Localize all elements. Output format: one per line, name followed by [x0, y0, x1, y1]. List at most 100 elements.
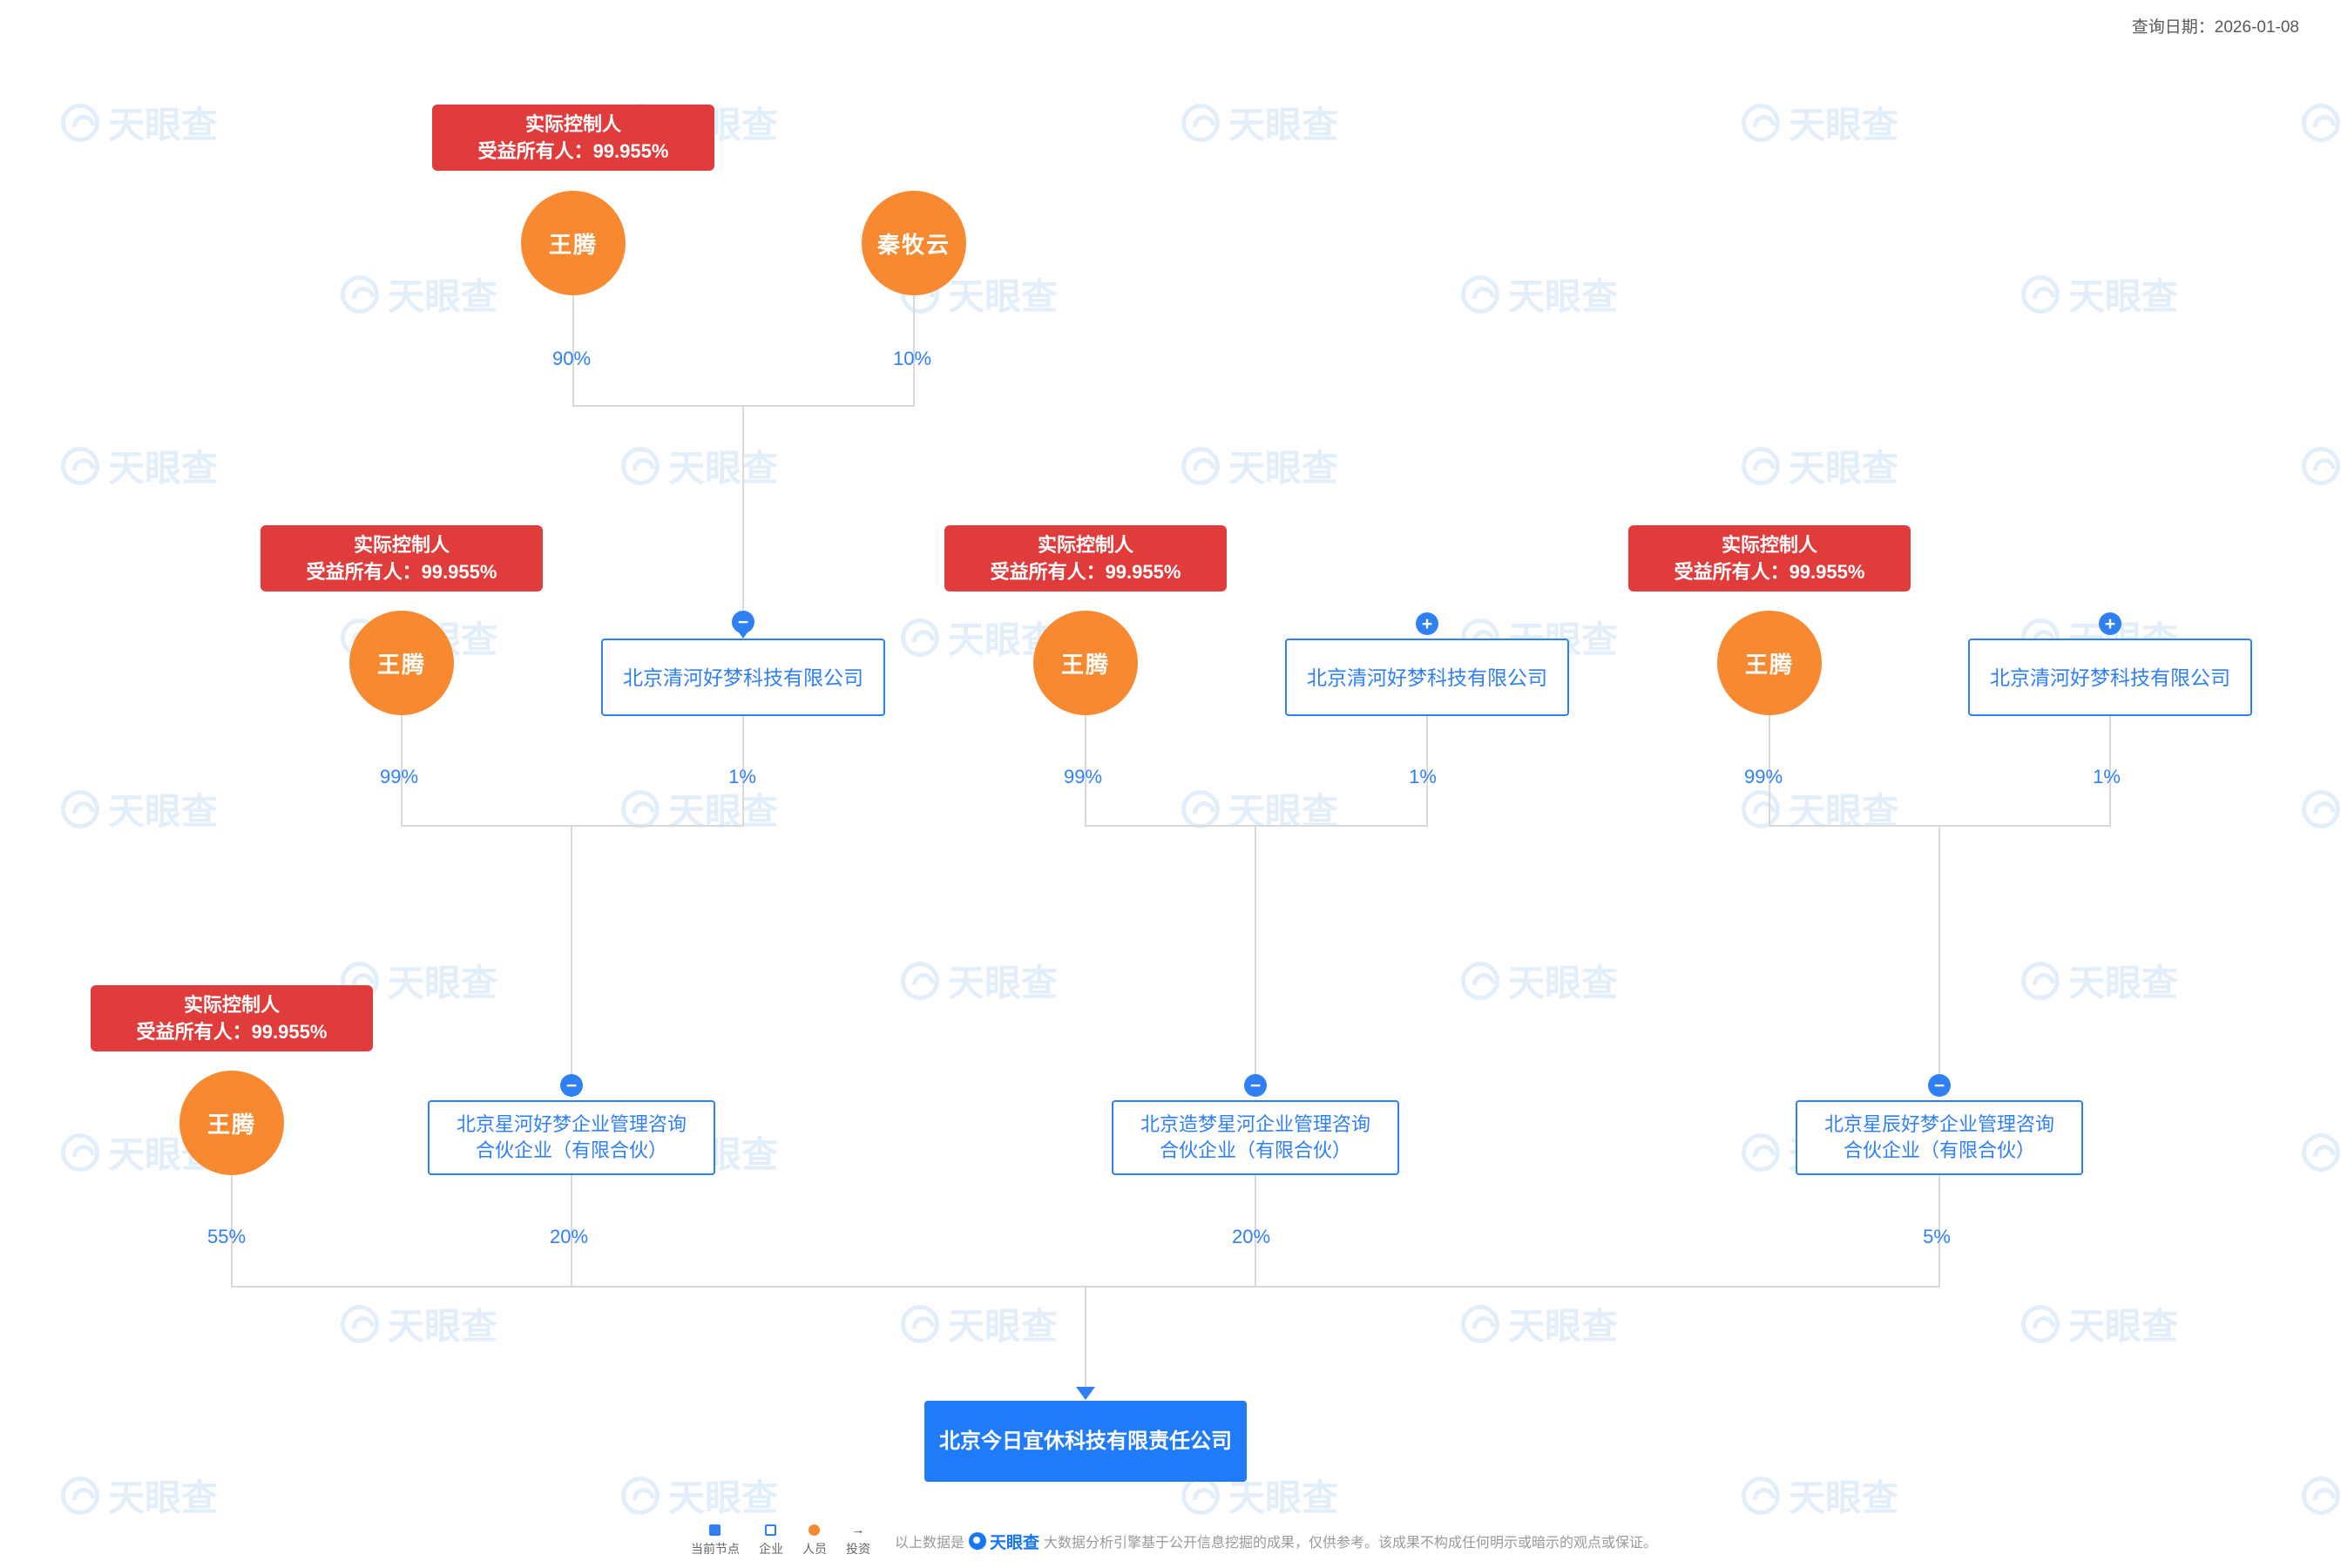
- legend-label: 人员: [802, 1542, 827, 1556]
- company-node-qinghe[interactable]: 北京清河好梦科技有限公司: [601, 639, 885, 716]
- company-node-target-current[interactable]: 北京今日宜休科技有限责任公司: [924, 1401, 1247, 1482]
- plus-icon: +: [2104, 613, 2116, 634]
- minus-icon: −: [565, 1075, 578, 1096]
- person-name: 王腾: [376, 651, 426, 678]
- company-icon: [765, 1524, 777, 1536]
- watermark-logo-icon: [61, 789, 99, 828]
- person-node-wangteng[interactable]: 王腾: [349, 611, 454, 715]
- watermark: 天眼查: [341, 267, 497, 321]
- company-node-xingchen[interactable]: 北京星辰好梦企业管理咨询 合伙企业（有限合伙）: [1796, 1100, 2083, 1175]
- watermark-logo-icon: [621, 1476, 660, 1515]
- watermark-logo-icon: [61, 446, 99, 485]
- legend-current-node: 当前节点: [684, 1524, 747, 1558]
- watermark: 天眼查: [2302, 439, 2341, 492]
- connector-line: [742, 716, 744, 826]
- company-node-qinghe[interactable]: 北京清河好梦科技有限公司: [1285, 639, 1569, 716]
- watermark-logo-icon: [61, 1132, 99, 1172]
- badge-line1: 实际控制人: [524, 113, 621, 135]
- watermark: 天眼查: [901, 1297, 1058, 1350]
- legend-person: 人员: [795, 1524, 834, 1558]
- company-node-xinghe[interactable]: 北京星河好梦企业管理咨询 合伙企业（有限合伙）: [428, 1100, 715, 1175]
- person-node-wangteng[interactable]: 王腾: [521, 191, 626, 295]
- watermark-logo-icon: [1742, 789, 1780, 828]
- disclaimer-prefix: 以上数据是: [894, 1536, 964, 1551]
- watermark: 天眼查: [2021, 267, 2178, 321]
- connector-line: [2109, 716, 2111, 826]
- watermark-logo-icon: [621, 789, 660, 828]
- person-node-wangteng[interactable]: 王腾: [1717, 611, 1822, 715]
- watermark: 天眼查: [1742, 439, 1898, 492]
- watermark-logo-icon: [901, 961, 939, 1000]
- watermark-logo-icon: [1742, 1132, 1780, 1172]
- company-name-line2: 合伙企业（有限合伙）: [1843, 1139, 2035, 1161]
- percent-label: 10%: [892, 348, 932, 369]
- badge-line2: 受益所有人：99.955%: [306, 561, 497, 583]
- actual-controller-badge: 实际控制人 受益所有人：99.955%: [260, 525, 543, 591]
- watermark: 天眼查: [1181, 439, 1338, 492]
- percent-label: 90%: [551, 348, 592, 369]
- connector-line: [231, 1175, 233, 1288]
- connector-line: [401, 715, 403, 826]
- legend-label: 企业: [758, 1542, 783, 1556]
- watermark-logo-icon: [341, 274, 379, 314]
- percent-label: 1%: [728, 766, 756, 787]
- company-node-qinghe[interactable]: 北京清河好梦科技有限公司: [1968, 639, 2252, 716]
- watermark: 天眼查: [61, 782, 218, 835]
- person-node-qinmuyun[interactable]: 秦牧云: [862, 191, 966, 295]
- ownership-arrow-icon: [1076, 1387, 1095, 1400]
- collapse-minus-button[interactable]: −: [1244, 1074, 1267, 1097]
- watermark: 天眼查: [2021, 954, 2178, 1007]
- current-node-icon: [709, 1524, 721, 1536]
- person-name: 王腾: [1060, 651, 1110, 678]
- percent-label: 99%: [379, 766, 419, 787]
- company-name-line2: 合伙企业（有限合伙）: [1159, 1139, 1351, 1161]
- person-node-wangteng[interactable]: 王腾: [1033, 611, 1138, 715]
- query-date: 查询日期：2026-01-08: [2131, 18, 2299, 37]
- person-node-wangteng[interactable]: 王腾: [179, 1071, 284, 1175]
- watermark-logo-icon: [901, 618, 939, 657]
- watermark-logo-icon: [2021, 274, 2060, 314]
- badge-line1: 实际控制人: [183, 994, 280, 1016]
- watermark-logo-icon: [2302, 789, 2340, 828]
- company-name: 北京清河好梦科技有限公司: [1307, 666, 1547, 689]
- person-name: 王腾: [548, 231, 598, 258]
- watermark-logo-icon: [61, 1476, 99, 1515]
- expand-plus-button[interactable]: +: [2099, 612, 2121, 635]
- collapse-minus-button[interactable]: −: [1928, 1074, 1951, 1097]
- company-name-line1: 北京星河好梦企业管理咨询: [456, 1113, 687, 1135]
- person-name: 王腾: [206, 1111, 256, 1138]
- watermark: 天眼查: [2302, 782, 2341, 835]
- percent-label: 5%: [1923, 1226, 1951, 1247]
- watermark: 天眼查: [621, 1469, 778, 1522]
- watermark: 天眼查: [621, 439, 778, 492]
- percent-label: 20%: [549, 1226, 589, 1247]
- watermark-logo-icon: [1742, 446, 1780, 485]
- watermark-logo-icon: [1181, 103, 1220, 142]
- watermark-logo-icon: [1742, 1476, 1780, 1515]
- brand-name: 天眼查: [989, 1533, 1039, 1552]
- watermark: 天眼查: [621, 782, 778, 835]
- company-name: 北京清河好梦科技有限公司: [623, 666, 863, 689]
- watermark-logo-icon: [1461, 961, 1499, 1000]
- connector-line: [401, 825, 744, 827]
- company-name-line1: 北京星辰好梦企业管理咨询: [1823, 1113, 2054, 1135]
- collapse-minus-button[interactable]: −: [732, 611, 754, 633]
- badge-line2: 受益所有人：99.955%: [1674, 561, 1865, 583]
- legend-company: 企业: [752, 1524, 790, 1558]
- expand-plus-button[interactable]: +: [1416, 612, 1438, 635]
- connector-line: [1426, 716, 1428, 826]
- company-node-zaomeng[interactable]: 北京造梦星河企业管理咨询 合伙企业（有限合伙）: [1112, 1100, 1399, 1175]
- watermark: 天眼查: [1181, 782, 1338, 835]
- investment-arrow-icon: →: [851, 1523, 865, 1538]
- tianyancha-logo-icon: [968, 1532, 986, 1550]
- watermark-logo-icon: [2302, 446, 2340, 485]
- actual-controller-badge: 实际控制人 受益所有人：99.955%: [432, 105, 714, 171]
- watermark: 天眼查: [2021, 1297, 2178, 1350]
- connector-line: [1085, 825, 1428, 827]
- minus-icon: −: [1933, 1075, 1945, 1096]
- legend-label: 投资: [845, 1542, 870, 1556]
- watermark: 天眼查: [61, 96, 218, 149]
- collapse-minus-button[interactable]: −: [560, 1074, 583, 1097]
- connector-line: [571, 825, 572, 1085]
